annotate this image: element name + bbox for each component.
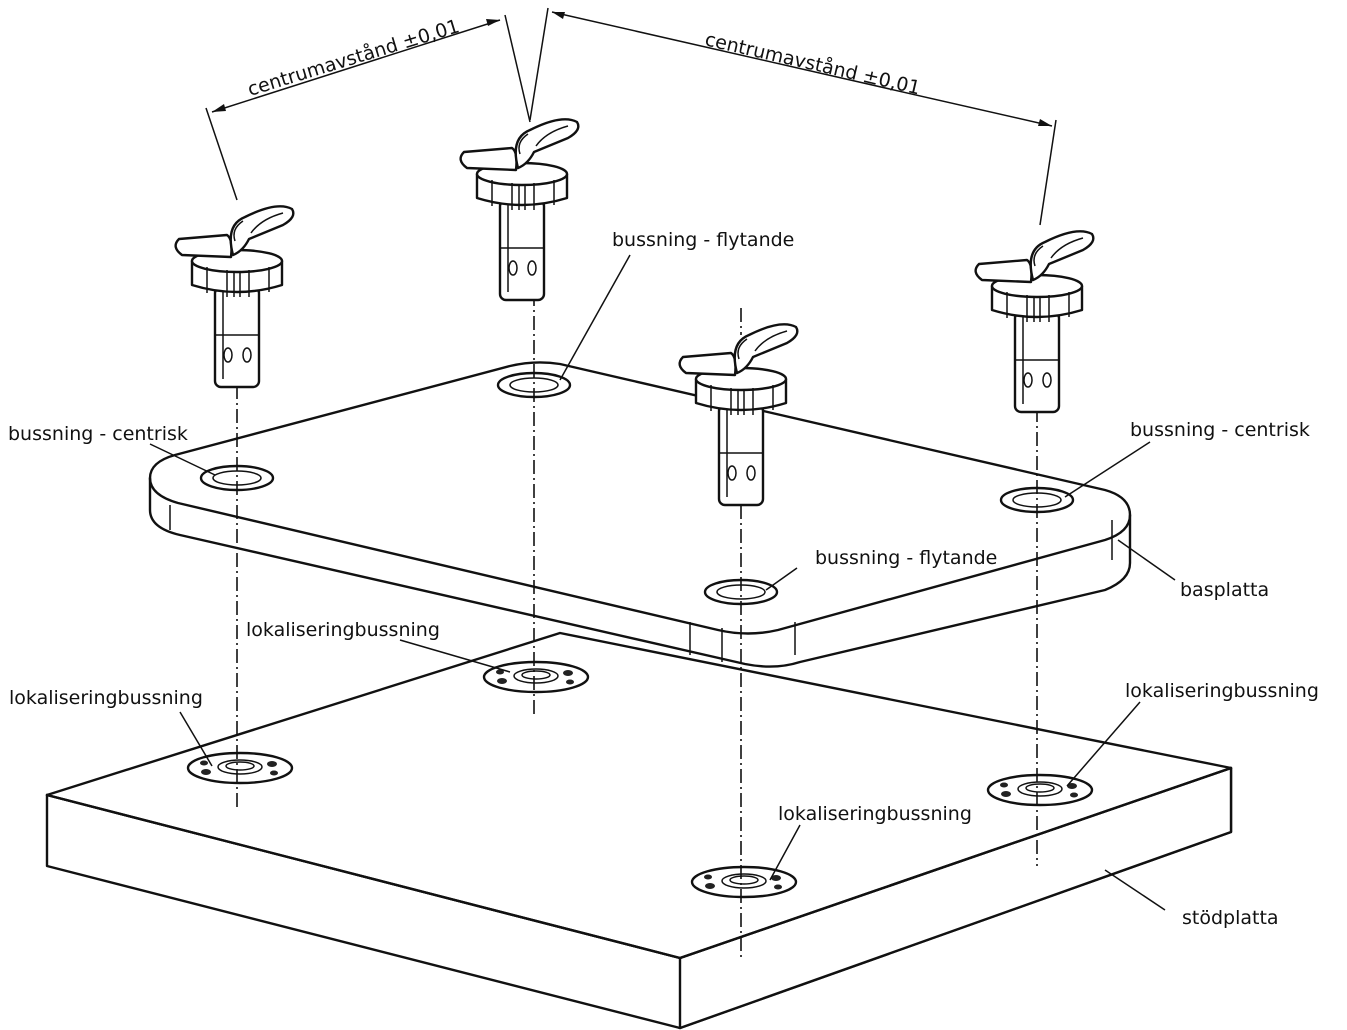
label-locating-bushing-right: lokaliseringbussning	[1125, 680, 1319, 702]
pin-back	[459, 118, 580, 302]
label-bushing-floating-top: bussning - flytande	[612, 229, 794, 251]
labels: bussning - flytande bussning - centrisk …	[8, 229, 1319, 929]
label-bushing-centric-right: bussning - centrisk	[1130, 419, 1310, 441]
label-bushing-floating-front: bussning - flytande	[815, 547, 997, 569]
center-lines	[236, 292, 1038, 958]
locating-bushing-left	[186, 751, 294, 785]
dimension-lines: centrumavstånd ±0,01 centrumavstånd ±0,0…	[205, 7, 1057, 226]
locating-bushing-front	[690, 865, 798, 899]
pin-left	[174, 205, 295, 389]
locating-bushing-right	[986, 773, 1094, 807]
label-bushing-centric-left: bussning - centrisk	[8, 423, 188, 445]
dimension-label-left: centrumavstånd ±0,01	[245, 14, 462, 100]
label-support-plate: stödplatta	[1182, 907, 1279, 929]
pin-right	[974, 230, 1095, 414]
locating-bushing-back	[482, 660, 590, 694]
leader-lines	[149, 254, 1176, 911]
dimension-label-right: centrumavstånd ±0,01	[703, 27, 923, 99]
label-base-plate: basplatta	[1180, 579, 1269, 601]
base-plate	[148, 361, 1132, 668]
label-locating-bushing-left: lokaliseringbussning	[9, 687, 203, 709]
label-locating-bushing-front: lokaliseringbussning	[778, 803, 972, 825]
support-plate	[45, 631, 1233, 1030]
label-locating-bushing-back: lokaliseringbussning	[246, 619, 440, 641]
